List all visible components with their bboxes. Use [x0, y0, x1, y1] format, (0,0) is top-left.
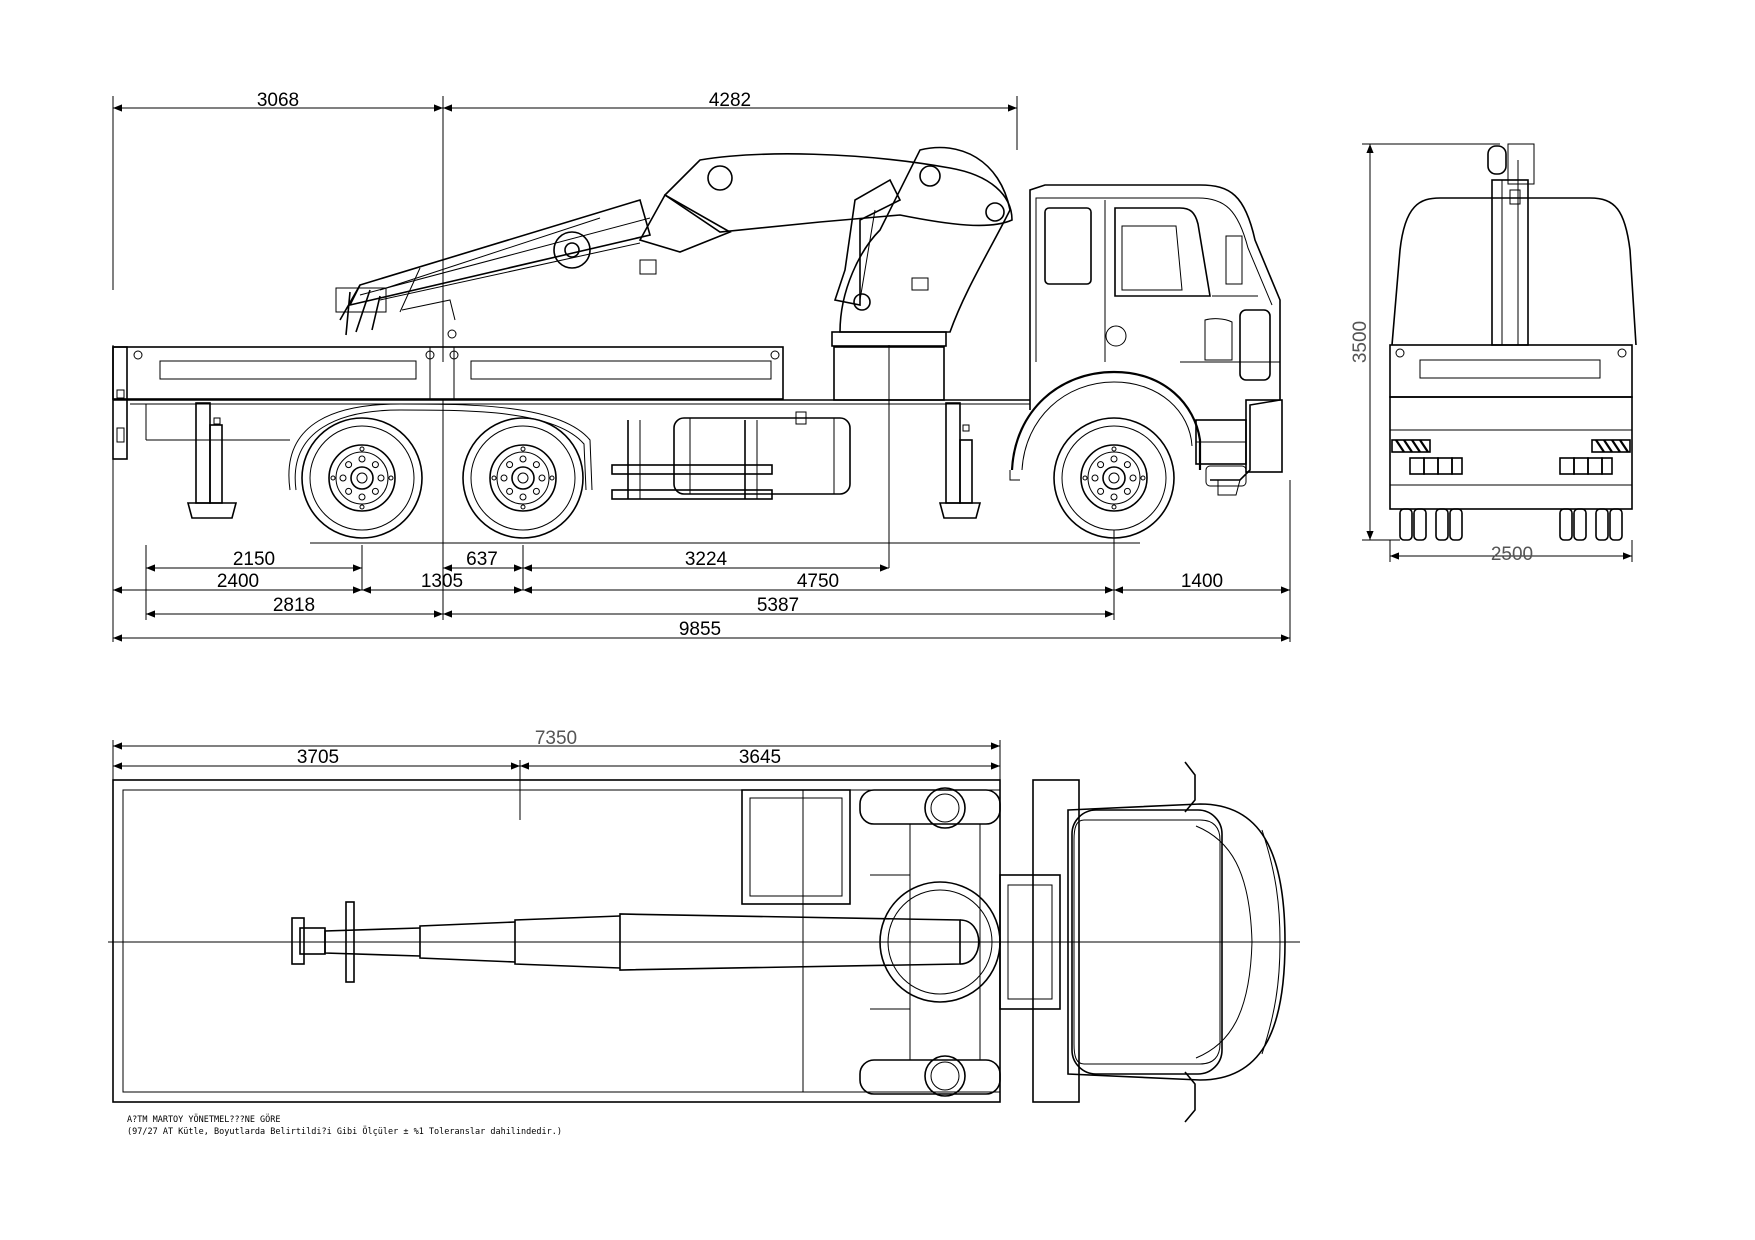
- dim-2818: 2818: [273, 595, 315, 616]
- truck-cab: [1029, 184, 1283, 496]
- top-cab: [1032, 761, 1286, 1123]
- note-line-1: A?TM MARTOY YÖNETMEL???NE GÖRE: [127, 1114, 281, 1125]
- rear-wheel-1: [301, 417, 423, 539]
- dim-4282: 4282: [709, 90, 751, 111]
- dim-3645: 3645: [739, 747, 781, 768]
- crane-boom: [663, 153, 1013, 311]
- dim-9855: 9855: [679, 619, 721, 640]
- dim-7350: 7350: [535, 728, 577, 749]
- dim-3068: 3068: [257, 90, 299, 111]
- rear-reflector-left: [1391, 439, 1431, 453]
- regulation-notes: A?TM MARTOY YÖNETMEL???NE GÖRE (97/27 AT…: [127, 1114, 562, 1137]
- front-outrigger: [938, 402, 982, 519]
- dim-4750: 4750: [797, 571, 839, 592]
- dim-1400: 1400: [1181, 571, 1223, 592]
- dim-1305: 1305: [421, 571, 463, 592]
- crane-column: [831, 146, 1011, 401]
- grapple: [335, 284, 457, 339]
- fuel-tank: [673, 411, 851, 495]
- dim-5387: 5387: [757, 595, 799, 616]
- side-view: 3068 4282 2150 637 3224 2400 1305 4750 1…: [112, 90, 1291, 642]
- rear-tyres: [1399, 508, 1623, 541]
- rear-lights-left: [1409, 457, 1463, 475]
- front-wheel: [1053, 417, 1175, 539]
- rear-outrigger: [186, 402, 238, 519]
- dim-2150: 2150: [233, 549, 275, 570]
- dim-3224: 3224: [685, 549, 728, 570]
- dim-2400: 2400: [217, 571, 259, 592]
- rear-lights-right: [1559, 457, 1613, 475]
- rear-view: 3500 2500: [1350, 143, 1637, 565]
- dim-637: 637: [466, 549, 498, 570]
- rear-wheel-2: [462, 417, 584, 539]
- dim-2500: 2500: [1491, 544, 1533, 565]
- dim-3705: 3705: [297, 747, 339, 768]
- dim-3500: 3500: [1350, 321, 1371, 363]
- cargo-bed: [112, 346, 784, 400]
- top-crane-base: [859, 787, 1061, 1097]
- rear-reflector-right: [1591, 439, 1631, 453]
- note-line-2: (97/27 AT Kütle, Boyutlarda Belirtildi?i…: [127, 1126, 562, 1137]
- crane-jib: [348, 193, 732, 313]
- top-view: 7350 3705 3645: [108, 728, 1300, 1123]
- top-boom: [291, 901, 980, 983]
- top-cargo-bed: [112, 779, 1001, 1103]
- step-frame: [611, 420, 773, 500]
